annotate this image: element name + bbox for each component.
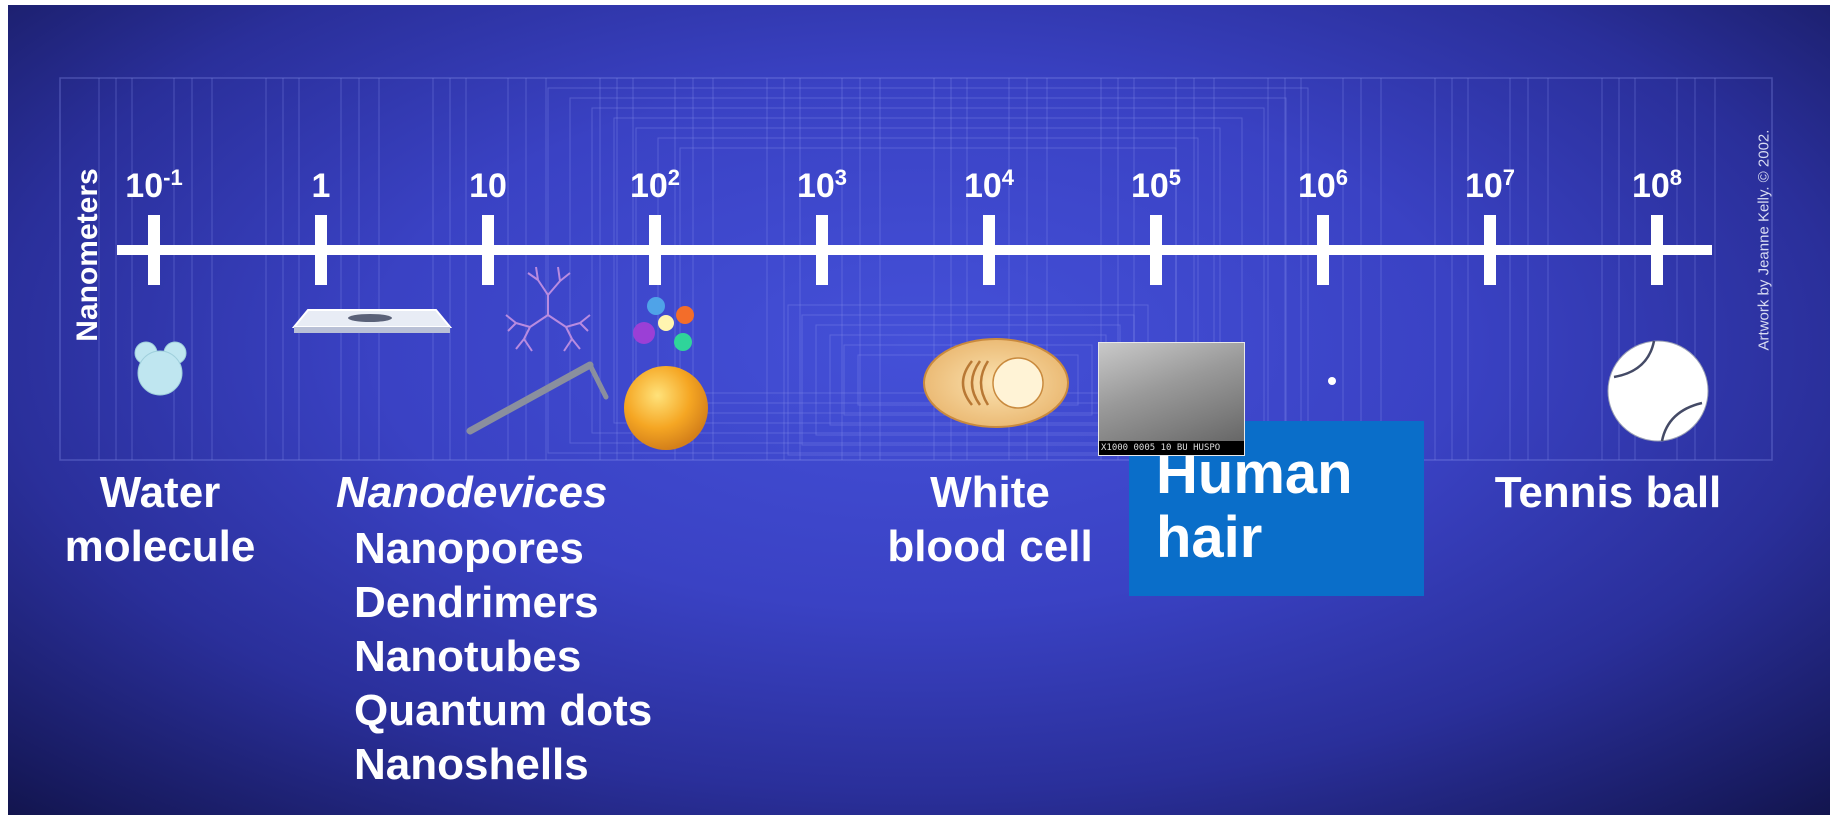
axis-title: Nanometers xyxy=(71,168,105,341)
label-human-hair: Human hair xyxy=(1156,442,1396,570)
tick-mark xyxy=(315,215,327,285)
list-item: Nanopores xyxy=(354,522,652,576)
tick-label: 1 xyxy=(312,167,331,205)
tick-mark xyxy=(983,215,995,285)
tick-label: 102 xyxy=(630,165,680,205)
nanoshell-icon xyxy=(624,366,708,450)
tick-label: 107 xyxy=(1465,165,1515,205)
tick-mark xyxy=(649,215,661,285)
label-tennis-ball: Tennis ball xyxy=(1495,466,1722,520)
tick-mark xyxy=(148,215,160,285)
human-hair-micrograph: X1000 0005 10 BU HUSPO xyxy=(1098,342,1245,456)
label-white-blood-cell: White blood cell xyxy=(887,466,1092,574)
tick-label: 103 xyxy=(797,165,847,205)
label-nanodevices: Nanodevices xyxy=(336,466,607,520)
quantum-dots-icon xyxy=(633,297,694,351)
tick-label: 105 xyxy=(1131,165,1181,205)
label-line: blood cell xyxy=(887,520,1092,574)
artwork-credit: Artwork by Jeanne Kelly. © 2002. xyxy=(1756,130,1773,351)
axis-line xyxy=(117,245,1712,255)
label-line: White xyxy=(887,466,1092,520)
list-item: Dendrimers xyxy=(354,576,652,630)
nanopore-icon xyxy=(294,310,450,333)
list-item: Nanoshells xyxy=(354,738,652,792)
label-water-molecule: Water molecule xyxy=(65,466,256,574)
tick-label: 10 xyxy=(469,167,507,205)
label-line: molecule xyxy=(65,520,256,574)
tick-mark xyxy=(1150,215,1162,285)
tick-mark xyxy=(1317,215,1329,285)
tick-mark xyxy=(1484,215,1496,285)
white-blood-cell-icon xyxy=(924,339,1068,427)
list-item: Quantum dots xyxy=(354,684,652,738)
micrograph-caption: X1000 0005 10 BU HUSPO xyxy=(1101,442,1220,454)
list-item: Nanotubes xyxy=(354,630,652,684)
water-molecule-icon xyxy=(135,342,186,395)
tick-label: 106 xyxy=(1298,165,1348,205)
tick-label: 108 xyxy=(1632,165,1682,205)
nanotube-icon xyxy=(470,365,606,431)
tick-label: 104 xyxy=(964,165,1015,205)
tick-mark xyxy=(816,215,828,285)
point-marker-icon xyxy=(1328,377,1336,385)
label-line: Water xyxy=(65,466,256,520)
tick-mark xyxy=(1651,215,1663,285)
tick-mark xyxy=(482,215,494,285)
nanodevices-list: Nanopores Dendrimers Nanotubes Quantum d… xyxy=(354,522,652,792)
tennis-ball-icon xyxy=(1608,341,1708,441)
